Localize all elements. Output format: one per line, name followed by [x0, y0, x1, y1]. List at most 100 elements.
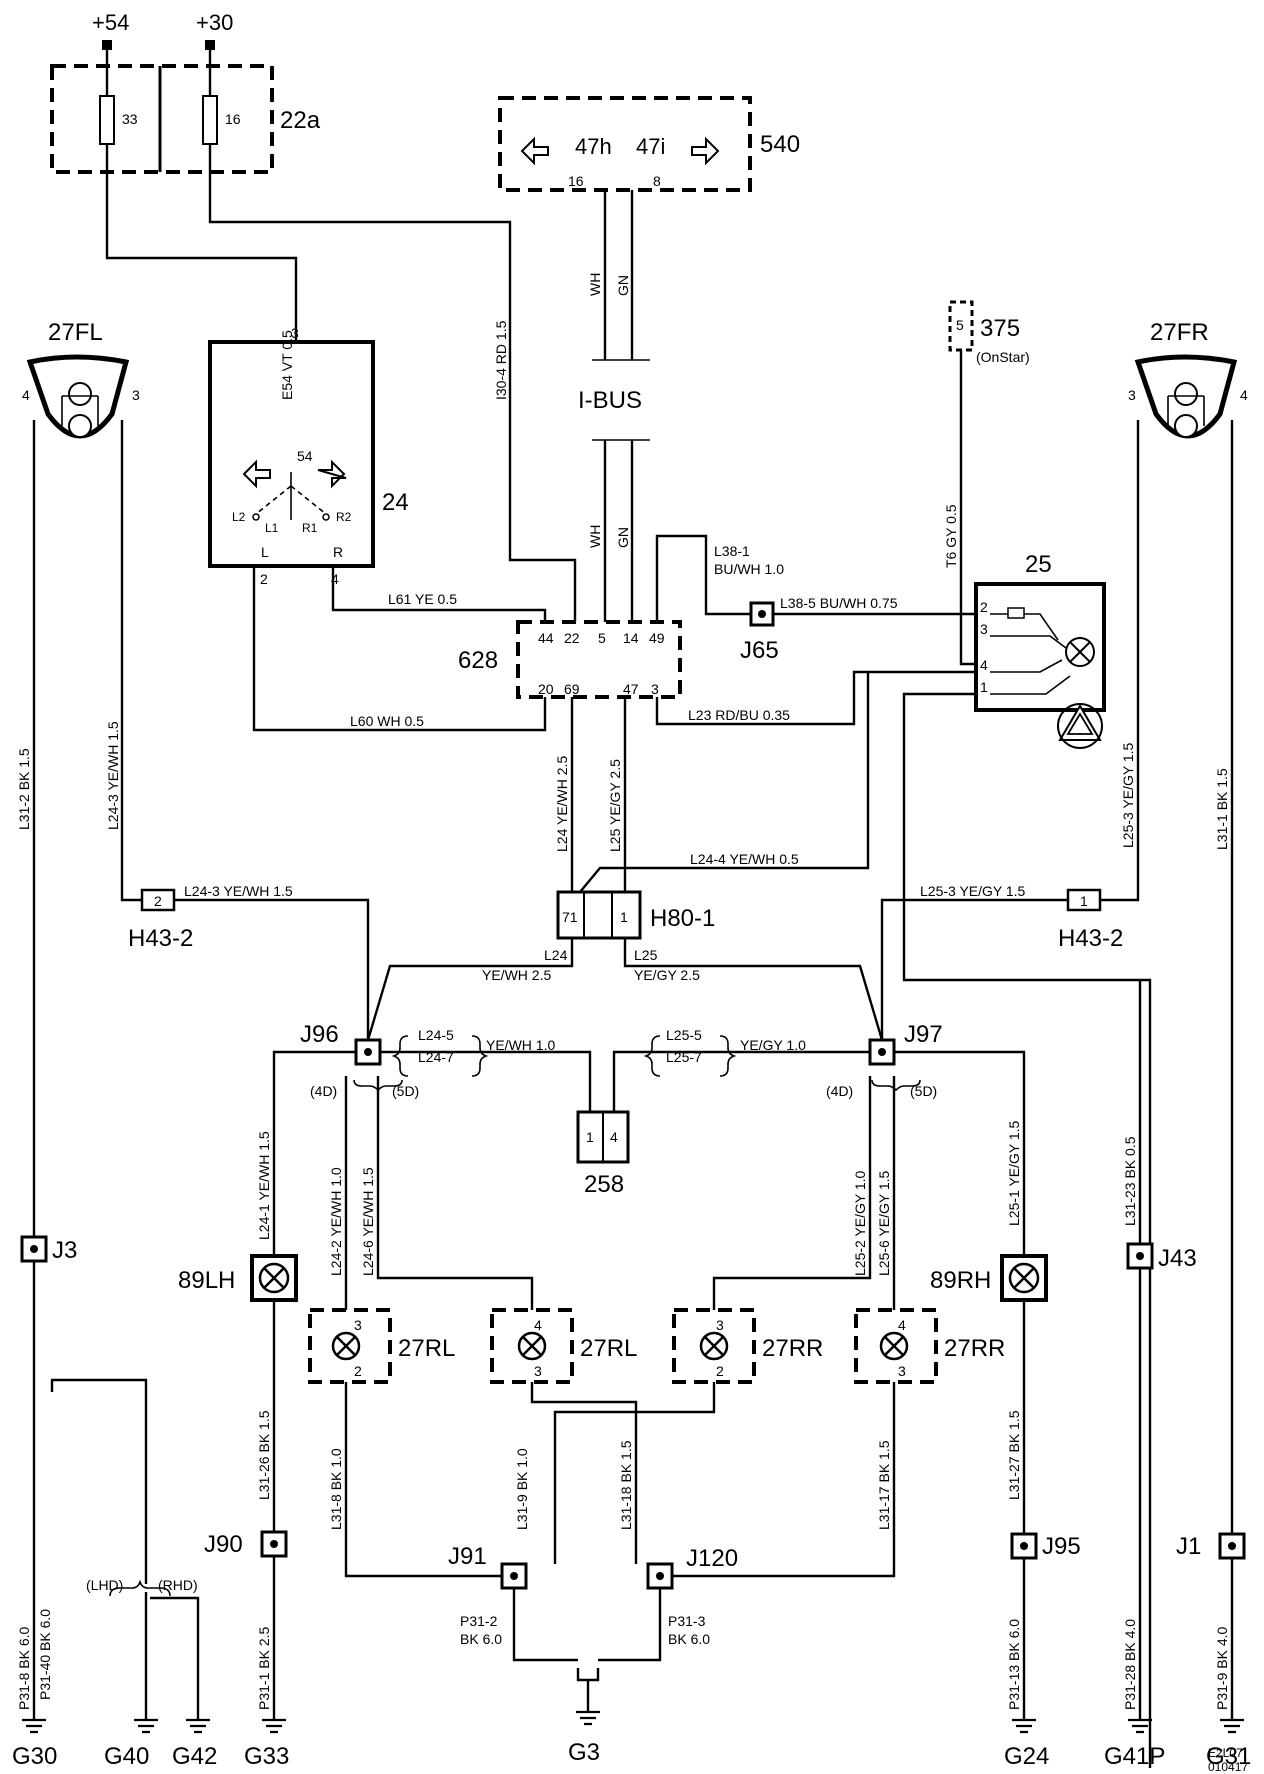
wire-l24-3-h: L24-3 YE/WH 1.5 [184, 883, 293, 899]
footer-code-visible: E2L07 [1208, 1746, 1243, 1760]
wire-l60: L60 WH 0.5 [350, 713, 424, 729]
wire-l24-6: L24-6 YE/WH 1.5 [360, 1167, 376, 1276]
connector-375-id: 375 [980, 315, 1020, 342]
module-540-id: 540 [760, 131, 800, 158]
central-pin-14: 14 [623, 630, 639, 646]
brace-l24 [391, 1035, 489, 1077]
wire-wh-bottom: WH [587, 525, 603, 548]
wire-e54: E54 VT 0.5 [279, 330, 295, 400]
splice-j90-label: J90 [204, 1531, 243, 1558]
splice-j96-label: J96 [300, 1021, 339, 1048]
arrow-right-icon [691, 136, 720, 166]
flasher-54: 54 [297, 448, 313, 464]
wire-l24-main: L24 YE/WH 2.5 [554, 756, 570, 852]
wire-l31-17: L31-17 BK 1.5 [876, 1440, 892, 1530]
wire-p31-28: P31-28 BK 4.0 [1122, 1619, 1138, 1710]
flasher-relay-24 [208, 340, 375, 568]
connector-h80-pin-71: 71 [562, 909, 578, 925]
hazard-symbol-ring [1057, 703, 1103, 749]
wire-l25-main: L25 YE/GY 2.5 [607, 759, 623, 852]
rear-lamp-4-pin-bot: 3 [898, 1363, 906, 1379]
ibus-pin-8: 8 [653, 173, 661, 189]
wire-l25-a: L25 [634, 947, 658, 963]
wire-l24-4: L24-4 YE/WH 0.5 [690, 851, 799, 867]
central-pin-22: 22 [564, 630, 580, 646]
front-lamp-27fl-id: 27FL [48, 319, 103, 346]
ground-symbols [22, 1710, 1244, 1734]
central-pin-20: 20 [538, 681, 554, 697]
rear-lamp-2-pin-bot: 3 [534, 1363, 542, 1379]
central-pin-49: 49 [649, 630, 665, 646]
wire-l25-6: L25-6 YE/GY 1.5 [876, 1170, 892, 1276]
supply-wires [105, 50, 212, 66]
splice-j43 [1126, 1242, 1154, 1270]
hazard-pin-1: 1 [980, 679, 988, 695]
wire-gn-top: GN [615, 275, 631, 296]
splice-j97-label: J97 [904, 1021, 943, 1048]
hazard-pin-4: 4 [980, 657, 988, 673]
splice-j3 [20, 1235, 48, 1263]
rear-lamp-3-id: 27RR [762, 1335, 823, 1362]
hazard-pin-2: 2 [980, 599, 988, 615]
connector-h43-right-pin: 1 [1080, 893, 1088, 909]
wire-l31-23: L31-23 BK 0.5 [1122, 1136, 1138, 1226]
wire-p31-13: P31-13 BK 6.0 [1006, 1619, 1022, 1710]
wire-p31-9: P31-9 BK 4.0 [1214, 1627, 1230, 1710]
flasher-arrow-left-icon [242, 459, 271, 489]
front-lamp-27fr-pin3: 3 [1128, 387, 1136, 403]
splice-j97 [868, 1038, 896, 1066]
wire-l24-a: L24 [544, 947, 568, 963]
wire-p31-3-b: BK 6.0 [668, 1631, 710, 1647]
side-lamp-89lh-id: 89LH [178, 1267, 235, 1294]
wire-p31-3-a: P31-3 [668, 1613, 706, 1629]
module-540 [498, 96, 752, 192]
variant-j96-4d: (4D) [310, 1083, 337, 1099]
ibus-label: I-BUS [578, 387, 642, 414]
flasher-l: L [261, 544, 269, 560]
splice-j91 [500, 1562, 528, 1590]
wire-gn-bottom: GN [615, 527, 631, 548]
ground-g24: G24 [1004, 1743, 1049, 1770]
flasher-pin-2: 2 [260, 571, 268, 587]
wire-p31-8: P31-8 BK 6.0 [16, 1627, 32, 1710]
ibus-47i-label: 47i [636, 134, 665, 159]
rear-lamp-27rr-b [854, 1308, 938, 1384]
splice-j120-label: J120 [686, 1545, 738, 1572]
central-pin-5: 5 [598, 630, 606, 646]
ground-g31: G31 [1206, 1743, 1251, 1770]
wire-yewh-10: YE/WH 1.0 [486, 1037, 555, 1053]
ground-g33: G33 [244, 1743, 289, 1770]
wire-l31-26: L31-26 BK 1.5 [256, 1410, 272, 1500]
wire-l25-1: L25-1 YE/GY 1.5 [1006, 1120, 1022, 1226]
splice-j1-label: J1 [1176, 1533, 1201, 1560]
wire-l38-5: L38-5 BU/WH 0.75 [780, 595, 898, 611]
rear-lamp-27rl-a [308, 1308, 392, 1384]
fuse-box-id: 22a [280, 107, 321, 134]
rear-lamp-2-pin-top: 4 [534, 1317, 542, 1333]
flasher-arrow-right-icon [317, 459, 347, 489]
flasher-switch [255, 485, 327, 515]
hazard-lamp-cross [1069, 641, 1091, 663]
wire-wh-top: WH [587, 273, 603, 296]
splice-j95-label: J95 [1042, 1533, 1081, 1560]
splice-j65-label: J65 [740, 637, 779, 664]
rear-lamp-1-pin-top: 3 [354, 1317, 362, 1333]
wire-l31-9: L31-9 BK 1.0 [514, 1448, 530, 1530]
fuse-box-22a [50, 64, 274, 174]
wire-t6: T6 GY 0.5 [943, 504, 959, 568]
wire-l25-5: L25-5 [666, 1027, 702, 1043]
fuse-33-label: 33 [122, 111, 138, 127]
side-lamp-89lh [250, 1254, 298, 1302]
central-pin-44: 44 [538, 630, 554, 646]
ground-g42: G42 [172, 1743, 217, 1770]
connector-h43-left-pin: 2 [154, 893, 162, 909]
flasher-r2: R2 [336, 510, 352, 524]
brace-j96 [353, 1079, 403, 1092]
connector-h80-1 [556, 890, 642, 940]
connector-375-pin: 5 [956, 317, 964, 333]
fuse-16-label: 16 [225, 111, 241, 127]
wire-l31-8: L31-8 BK 1.0 [328, 1448, 344, 1530]
variant-rhd: (RHD) [158, 1577, 198, 1593]
front-lamp-27fl-pin3: 3 [132, 387, 140, 403]
splice-j95 [1010, 1532, 1038, 1560]
